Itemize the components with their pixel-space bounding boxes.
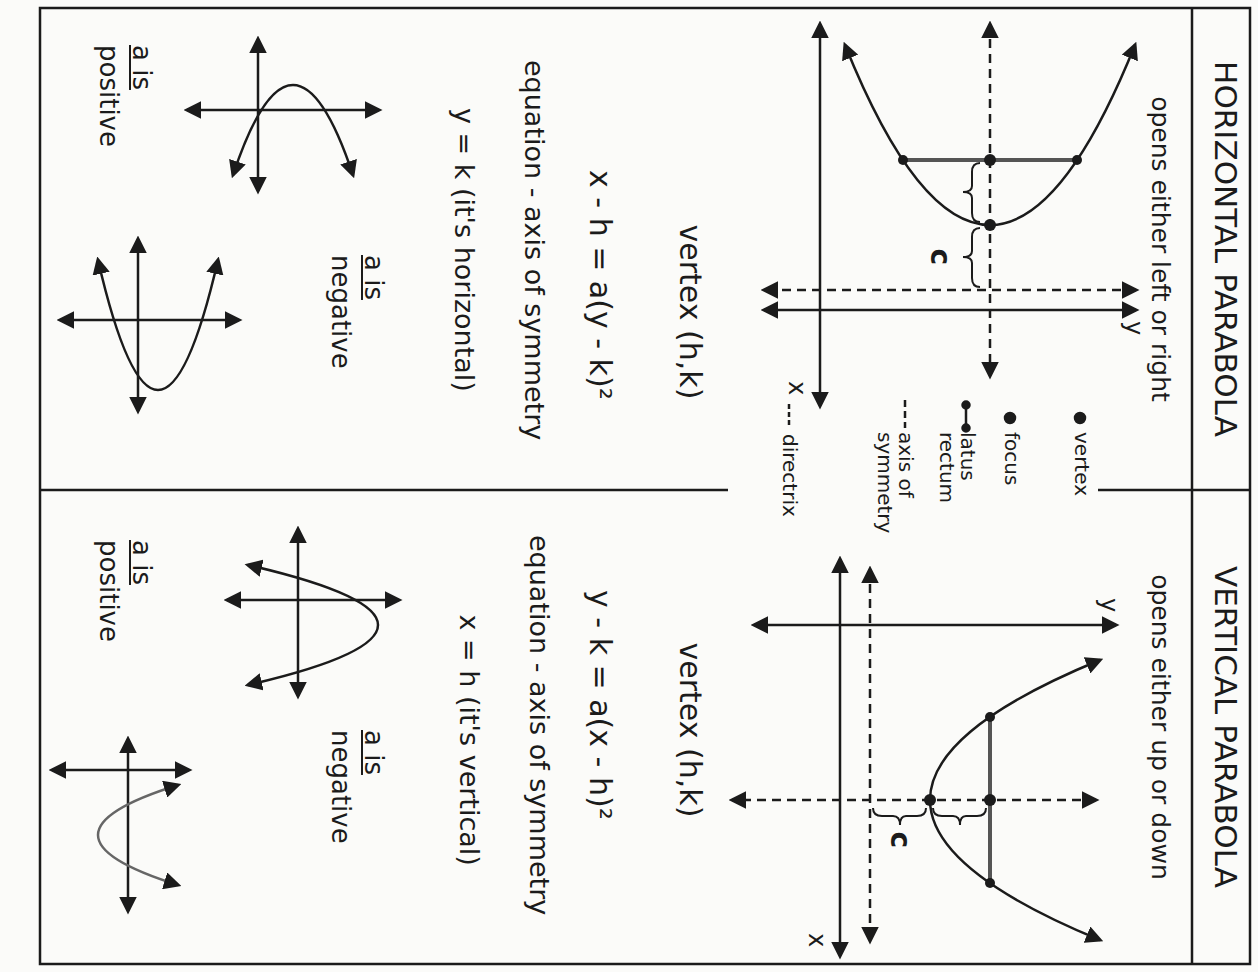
vertex-note: vertex (h,k) — [673, 225, 708, 400]
symmetry-equation: y = k (it's horizontal) — [449, 108, 480, 392]
panel-subtitle: opens either up or down — [1146, 490, 1175, 964]
small-axis — [187, 109, 379, 112]
y-axis — [754, 624, 1116, 627]
page-border — [40, 8, 1250, 964]
small-axis — [60, 319, 239, 322]
distance-label: c — [924, 249, 956, 266]
x-axis — [819, 24, 822, 406]
sign-note: a is positive — [93, 45, 158, 147]
latus-rectum-end — [985, 712, 995, 722]
legend-latus-sample — [963, 402, 970, 409]
small-parabola — [98, 260, 218, 390]
axis-of-symmetry-line — [989, 24, 992, 376]
distance-bracket — [873, 808, 926, 825]
small-axis — [52, 769, 189, 772]
vertex-dot — [924, 794, 936, 806]
directrix-line — [764, 289, 1136, 292]
panel-title: VERTICAL PARABOLA — [1207, 490, 1243, 964]
small-axis — [227, 599, 399, 602]
legend-entry: latus rectum — [936, 432, 978, 503]
parabola-curve — [930, 660, 1100, 940]
legend-vertex-sample — [1075, 413, 1085, 423]
small-axis — [127, 739, 130, 911]
panel-subtitle: opens either left or right — [1146, 8, 1175, 490]
title-rule — [1191, 8, 1194, 964]
focus-dot — [984, 794, 996, 806]
axis-label: y — [1119, 321, 1147, 335]
panel-divider — [40, 489, 728, 492]
parabola-curve — [845, 45, 1135, 225]
small-parabola — [98, 785, 178, 885]
latus-rectum-end — [985, 878, 995, 888]
note-text: equation - axis of symmetry — [519, 60, 550, 440]
symmetry-equation: x = h (it's vertical) — [454, 615, 485, 866]
legend-text: axis of symmetry — [873, 432, 918, 533]
legend-focus-sample — [1005, 413, 1015, 423]
legend-axis-sample — [904, 400, 907, 428]
legend-text: vertex — [1070, 432, 1094, 496]
distance-label: c — [884, 832, 916, 849]
axis-label: x — [782, 381, 810, 395]
equation-text: y - k = a(x - h)² — [583, 590, 618, 820]
equation-text: x - h = a(y - k)² — [583, 170, 618, 400]
x-axis — [839, 559, 842, 956]
small-parabola — [233, 85, 353, 175]
note-text: equation - axis of symmetry — [524, 535, 555, 915]
legend-entry: directrix — [779, 434, 800, 517]
latus-rectum-end — [898, 155, 908, 165]
directrix-line — [869, 569, 872, 941]
latus-rectum-end — [1072, 155, 1082, 165]
distance-bracket — [963, 163, 980, 222]
sign-note: a is negative — [325, 730, 390, 844]
legend-text: focus — [1000, 432, 1024, 485]
sign-note: a is negative — [325, 255, 390, 369]
legend-entry: axis of symmetry — [874, 432, 916, 533]
focus-dot — [984, 154, 996, 166]
legend-latus-sample — [963, 425, 970, 432]
legend-text: directrix — [778, 434, 802, 517]
vertex-note: vertex (h,k) — [673, 643, 708, 818]
distance-bracket — [933, 808, 986, 825]
small-parabola — [248, 565, 378, 685]
axis-label: y — [1094, 598, 1122, 612]
sign-note: a is positive — [93, 540, 158, 642]
legend-entry: focus — [1001, 432, 1022, 485]
small-axis — [137, 239, 140, 411]
legend-directrix-sample — [788, 404, 791, 428]
legend-entry: vertex — [1071, 432, 1092, 496]
axis-of-symmetry-line — [732, 799, 1096, 802]
panel-cell: VERTICAL PARABOLA opens either up or down — [40, 490, 1250, 964]
vertex-dot — [984, 219, 996, 231]
panel-divider — [1098, 489, 1250, 492]
axis-label: x — [802, 933, 830, 947]
panel-title: HORIZONTAL PARABOLA — [1207, 8, 1243, 490]
legend-text: latus rectum — [935, 432, 980, 503]
panel-cell: HORIZONTAL PARABOLA opens either left or … — [40, 8, 1250, 490]
distance-bracket — [963, 228, 980, 287]
